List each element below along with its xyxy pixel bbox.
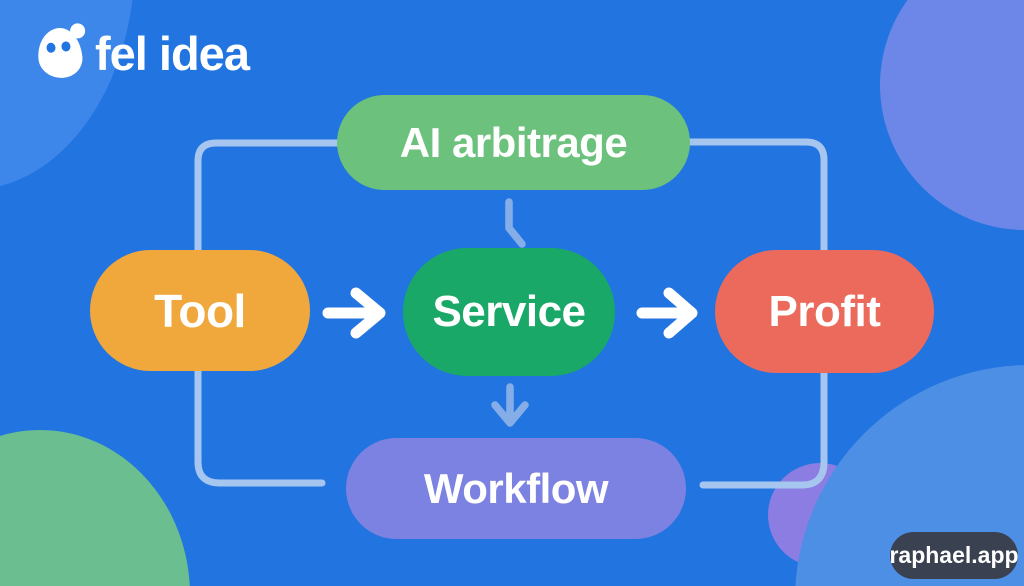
node-tool: Tool bbox=[90, 250, 310, 371]
node-ai-arbitrage: AI arbitrage bbox=[337, 95, 690, 190]
white-arrow-service-to-profit-icon bbox=[636, 287, 698, 339]
node-service-label: Service bbox=[432, 287, 586, 336]
brand-logo: fel idea bbox=[35, 26, 250, 80]
elbow-connector-ai-to-profit bbox=[686, 138, 828, 254]
watermark-badge: raphael.app bbox=[889, 532, 1019, 579]
node-profit: Profit bbox=[715, 250, 934, 373]
node-service: Service bbox=[403, 248, 615, 376]
node-tool-label: Tool bbox=[154, 284, 246, 337]
ghost-eye-left bbox=[46, 42, 56, 54]
elbow-connector-tool-to-workflow bbox=[194, 367, 326, 487]
node-workflow: Workflow bbox=[346, 438, 686, 539]
ghost-icon bbox=[35, 26, 85, 80]
ghost-eye-right bbox=[61, 41, 71, 52]
elbow-connector-profit-to-workflow bbox=[699, 369, 828, 489]
node-ai-arbitrage-label: AI arbitrage bbox=[399, 118, 628, 166]
node-workflow-label: Workflow bbox=[423, 464, 609, 512]
watermark-label: raphael.app bbox=[889, 542, 1019, 568]
elbow-connector-ai-to-tool bbox=[194, 139, 341, 254]
brand-logo-text: fel idea bbox=[95, 26, 250, 80]
node-profit-label: Profit bbox=[768, 286, 881, 336]
pale-arrow-service-to-workflow-icon bbox=[491, 383, 529, 427]
white-arrow-tool-to-service-icon bbox=[322, 287, 386, 339]
pale-arrow-ai-to-service-icon bbox=[505, 198, 526, 248]
